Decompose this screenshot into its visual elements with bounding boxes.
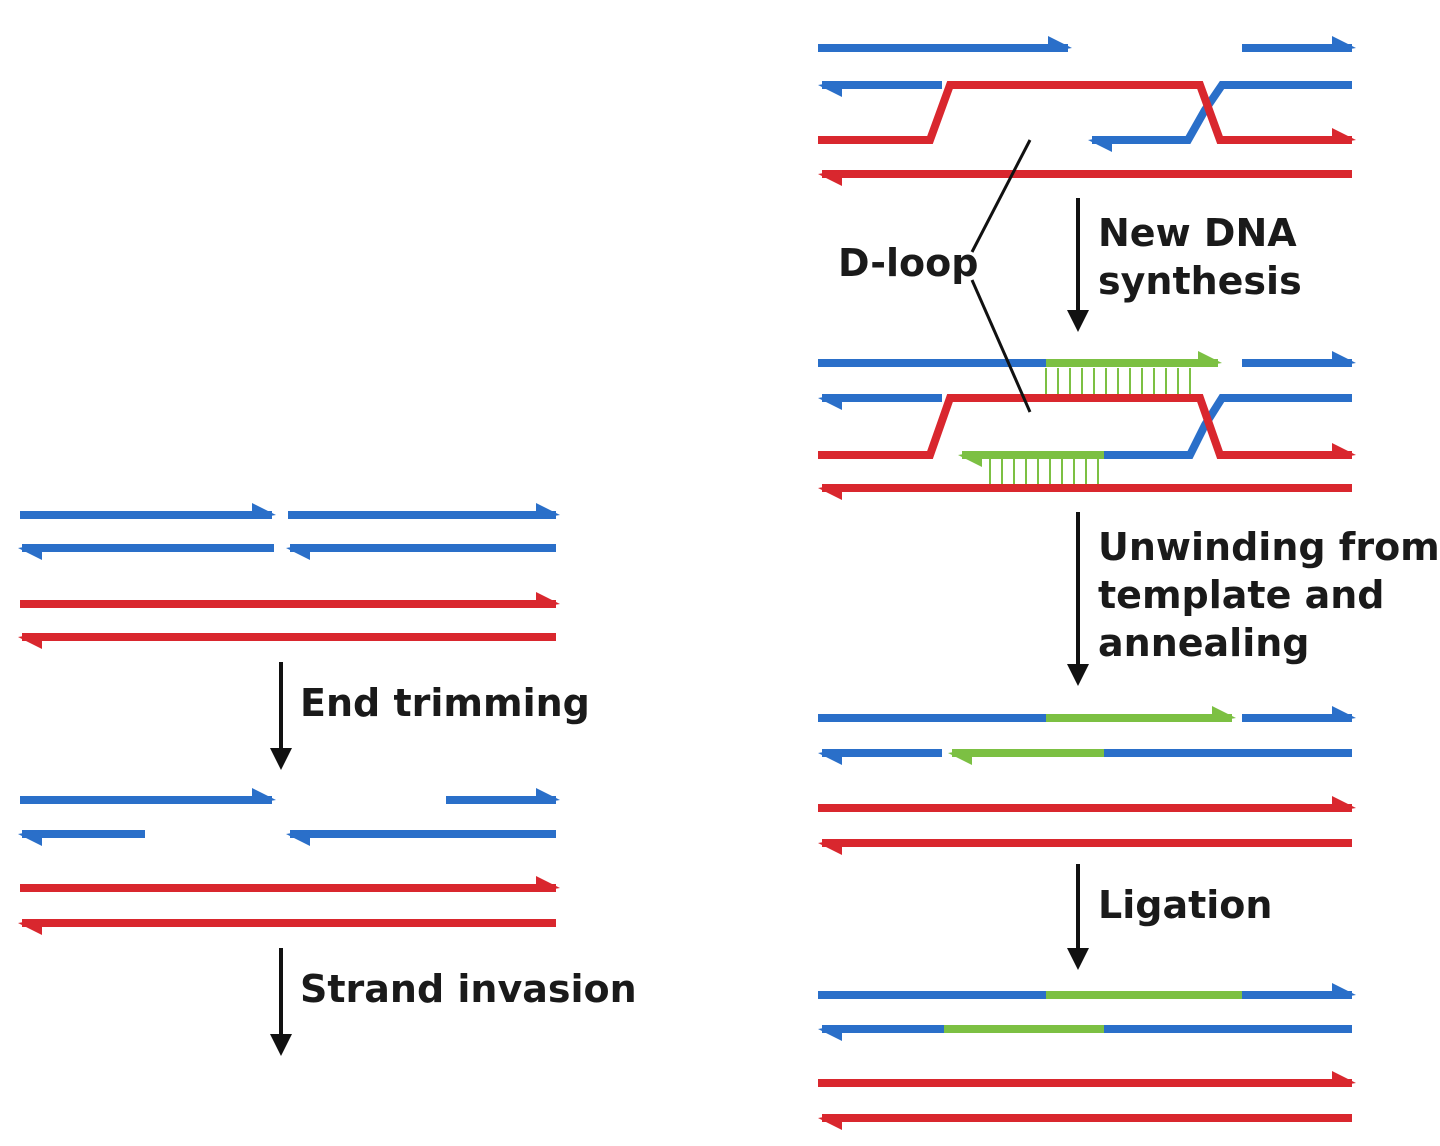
arrow-new-dna-synthesis-head bbox=[1067, 310, 1089, 332]
strand-green-bottom-5-head bbox=[948, 749, 972, 765]
strand-green-top-4-head bbox=[1198, 351, 1222, 367]
strand-blue-top-left-head bbox=[252, 503, 276, 519]
strand-blue-bottom-right-trimmed-head bbox=[286, 830, 310, 846]
strand-blue-bottom-left-6-head bbox=[818, 1025, 842, 1041]
strand-red-displaced-4-head bbox=[1332, 443, 1356, 459]
strand-red-bottom-6-head bbox=[818, 1114, 842, 1130]
arrow-unwinding-head bbox=[1067, 664, 1089, 686]
strand-blue-bottom-left-head bbox=[18, 544, 42, 560]
strand-red-displaced-4 bbox=[818, 394, 1352, 459]
strand-red-top-2-head bbox=[536, 876, 560, 892]
strand-red-top-6-head bbox=[1332, 1071, 1356, 1087]
strand-blue-invading-3 bbox=[1092, 81, 1352, 144]
arrow-end-trimming-head bbox=[270, 748, 292, 770]
label-unwinding-line3: annealing bbox=[1098, 621, 1309, 665]
strand-blue-top-right-trimmed-head bbox=[536, 788, 560, 804]
strand-red-bottom-3-head bbox=[818, 170, 842, 186]
strand-red-bottom-2-head bbox=[18, 919, 42, 935]
strand-blue-top-right-6-head bbox=[1332, 983, 1356, 999]
strand-blue-invading-4 bbox=[1104, 394, 1352, 459]
strand-blue-top-left-trimmed-head bbox=[252, 788, 276, 804]
strand-blue-top-right-5-head bbox=[1332, 706, 1356, 722]
label-ligation: Ligation bbox=[1098, 883, 1272, 927]
strand-blue-top-right-head bbox=[536, 503, 560, 519]
d-loop-pointer-upper bbox=[970, 139, 1032, 253]
strand-blue-bottom-left-trimmed-head bbox=[18, 830, 42, 846]
label-d-loop: D-loop bbox=[838, 241, 978, 285]
strand-blue-invading-3-head bbox=[1088, 136, 1112, 152]
d-loop-pointer-lower bbox=[970, 279, 1032, 413]
new-dna-base-pairs bbox=[989, 368, 1191, 484]
strand-green-bottom-4-head bbox=[958, 451, 982, 467]
strand-red-displaced-3-head bbox=[1332, 128, 1356, 144]
strand-blue-bottom-left-3-head bbox=[818, 81, 842, 97]
label-new-dna-synthesis-line1: New DNA bbox=[1098, 211, 1297, 255]
strand-red-displaced-3 bbox=[818, 81, 1352, 144]
strand-blue-bottom-right-head bbox=[286, 544, 310, 560]
d-loop-pointers bbox=[970, 139, 1032, 413]
arrow-ligation-head bbox=[1067, 948, 1089, 970]
dna-strands bbox=[18, 36, 1356, 1130]
strand-red-bottom-5-head bbox=[818, 839, 842, 855]
strand-red-bottom-4-head bbox=[818, 484, 842, 500]
strand-green-top-5-head bbox=[1212, 706, 1236, 722]
strand-red-bottom-head bbox=[18, 633, 42, 649]
strand-blue-bottom-left-4-head bbox=[818, 394, 842, 410]
strand-red-top-head bbox=[536, 592, 560, 608]
strand-blue-top-right-3-head bbox=[1332, 36, 1356, 52]
strand-blue-bottom-left-5-head bbox=[818, 749, 842, 765]
label-end-trimming: End trimming bbox=[300, 681, 590, 725]
label-unwinding-line2: template and bbox=[1098, 573, 1384, 617]
label-strand-invasion: Strand invasion bbox=[300, 967, 637, 1011]
label-unwinding-line1: Unwinding from bbox=[1098, 525, 1440, 569]
step-arrows bbox=[270, 198, 1089, 1056]
strand-red-top-5-head bbox=[1332, 796, 1356, 812]
label-new-dna-synthesis-line2: synthesis bbox=[1098, 259, 1302, 303]
strand-blue-top-right-4-head bbox=[1332, 351, 1356, 367]
arrow-strand-invasion-head bbox=[270, 1034, 292, 1056]
strand-blue-top-left-3-head bbox=[1048, 36, 1072, 52]
